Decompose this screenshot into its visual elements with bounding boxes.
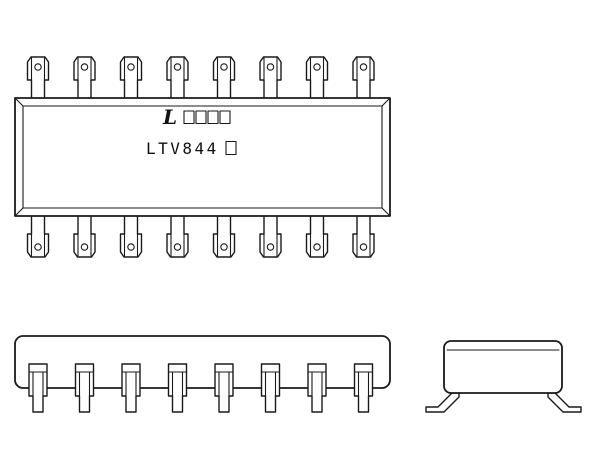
pin-bottom-8 bbox=[352, 215, 375, 258]
pin-top-4 bbox=[166, 56, 189, 99]
pin-top-1 bbox=[26, 56, 50, 99]
pin-top-7 bbox=[305, 56, 329, 99]
part-number-text: LTV844 bbox=[146, 139, 219, 158]
marking-box-icon bbox=[195, 110, 207, 125]
pin-side-3 bbox=[121, 363, 141, 413]
pin-side-6 bbox=[260, 363, 281, 413]
pin-side-8 bbox=[353, 363, 374, 413]
end-view bbox=[425, 340, 582, 413]
pin-side-7 bbox=[307, 363, 327, 413]
side-view bbox=[14, 335, 391, 413]
pin-bottom-5 bbox=[212, 215, 236, 258]
pin-side-5 bbox=[214, 363, 234, 413]
pin-top-8 bbox=[352, 56, 375, 99]
marking-box-icon bbox=[207, 110, 219, 125]
pin-bottom-4 bbox=[166, 215, 189, 258]
top-view: L LTV844 bbox=[14, 56, 391, 258]
suffix-box-icon bbox=[225, 140, 237, 156]
chamfer-corner-tl bbox=[14, 97, 24, 107]
pin-top-5 bbox=[212, 56, 236, 99]
ic-body-chamfer bbox=[22, 105, 383, 209]
end-view-left-lead-icon bbox=[425, 392, 460, 413]
marking-box-icon bbox=[219, 110, 231, 125]
pin-bottom-3 bbox=[119, 215, 143, 258]
end-view-body bbox=[443, 340, 563, 394]
side-view-body bbox=[14, 335, 391, 389]
pin-row-bottom bbox=[26, 215, 375, 258]
pin-bottom-1 bbox=[26, 215, 50, 258]
chamfer-corner-tr bbox=[381, 97, 391, 107]
chamfer-corner-br bbox=[381, 207, 391, 217]
pin-bottom-6 bbox=[259, 215, 282, 258]
pin-top-2 bbox=[73, 56, 96, 99]
pin-top-6 bbox=[259, 56, 282, 99]
date-code-boxes-icon bbox=[183, 110, 231, 125]
pin-side-4 bbox=[167, 363, 188, 413]
ic-body-outline bbox=[14, 97, 391, 217]
pin-bottom-2 bbox=[73, 215, 96, 258]
pin-side-1 bbox=[28, 363, 48, 413]
end-view-right-lead-icon bbox=[547, 392, 582, 413]
pin-side-2 bbox=[74, 363, 95, 413]
pin-bottom-7 bbox=[305, 215, 329, 258]
pin-row-top bbox=[26, 56, 375, 99]
logo-text: L bbox=[162, 105, 177, 129]
chamfer-corner-bl bbox=[14, 207, 24, 217]
marking-box-icon bbox=[183, 110, 195, 125]
pin-top-3 bbox=[119, 56, 143, 99]
